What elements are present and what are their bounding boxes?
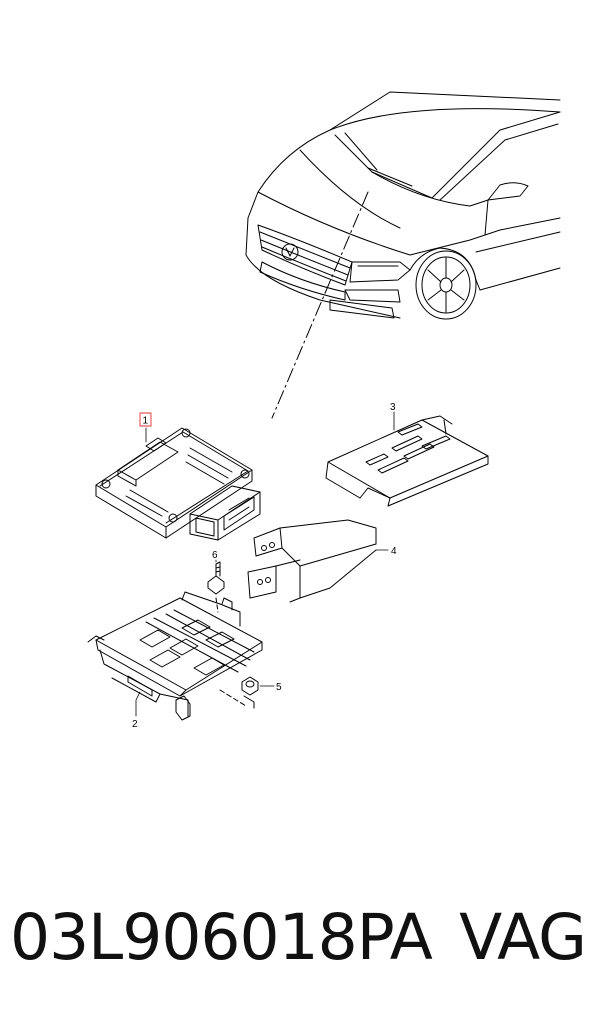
- install-line-bolt: [215, 597, 219, 613]
- location-leader-line: [271, 191, 369, 419]
- nut: [241, 676, 259, 709]
- callout-labels: 1 3 4 6 5 2: [132, 402, 397, 730]
- callout-6: 6: [212, 550, 218, 561]
- callout-1-box: [139, 412, 152, 427]
- ecu-control-unit: [95, 427, 261, 541]
- exploded-parts-diagram: 1 3 4 6 5 2: [87, 91, 561, 730]
- part-number: 03L906018PA: [10, 901, 433, 974]
- ecu-mounting-bracket: [247, 519, 377, 603]
- ecu-base-tray: [87, 591, 263, 721]
- callout-5: 5: [276, 682, 282, 693]
- callout-2: 2: [132, 719, 138, 730]
- callout-leaders: [135, 411, 395, 717]
- callout-1: 1: [143, 416, 149, 427]
- callout-4: 4: [391, 546, 397, 557]
- install-line-nut: [219, 689, 247, 707]
- callout-3: 3: [390, 402, 396, 413]
- ecu-cover-plate: [325, 415, 489, 507]
- bolt: [207, 561, 225, 595]
- car-illustration: [245, 91, 561, 320]
- brand-label: VAG: [459, 901, 587, 974]
